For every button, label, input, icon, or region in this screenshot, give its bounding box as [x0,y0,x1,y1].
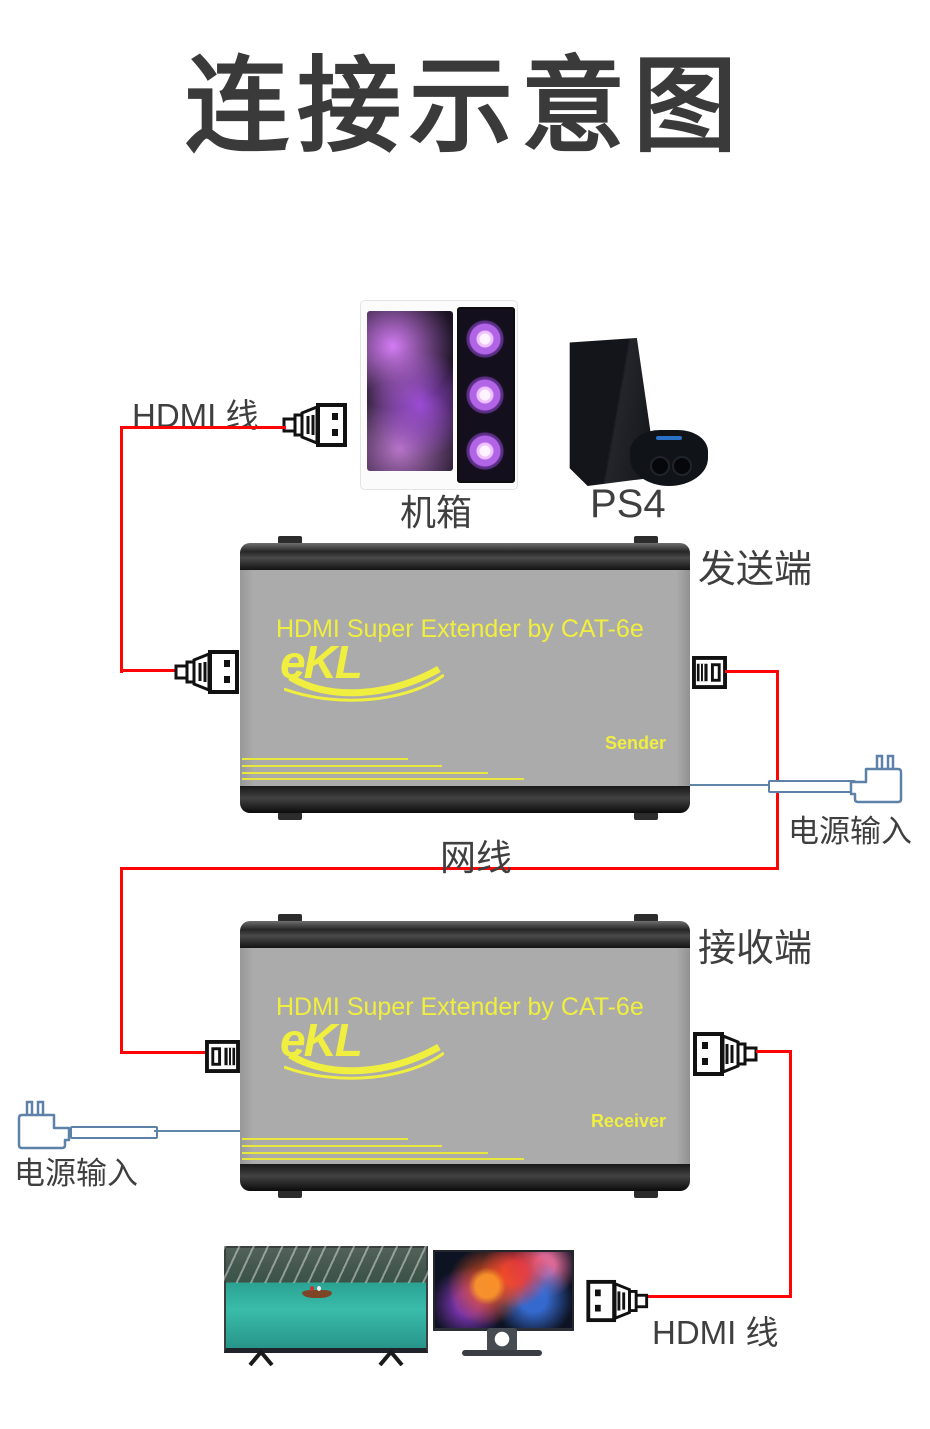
receiver-side-label: 接收端 [698,928,813,970]
controller-lightbar [656,436,682,440]
ps4-image [548,336,710,488]
power-cable-line [154,1130,240,1132]
mounting-tab [278,914,302,922]
pc-interior [367,311,453,471]
network-cable-line [120,867,123,1054]
power-plug-barrel [70,1126,158,1139]
receiver-power-label: 电源输入 [14,1156,138,1191]
monitor-screen [433,1250,574,1331]
tv-screen [224,1246,428,1353]
mounting-tab [634,812,658,820]
monitor-base [462,1350,542,1356]
product-title: HDMI Super Extender by CAT-6e [276,993,644,1021]
boat-figure [317,1286,321,1291]
page-title: 连接示意图 [184,50,745,165]
hdmi-cable-line [120,426,123,673]
hdmi-cable-line [648,1295,792,1298]
box-face [240,948,690,1164]
power-cable-line [690,784,770,786]
pc-label: 机箱 [400,492,473,533]
brand-swoosh [284,665,444,702]
hdmi-plug-icon [174,648,240,701]
unit-label: Sender [604,733,666,753]
sender-side-label: 发送端 [698,549,813,591]
rj45-plug-icon [205,1040,240,1078]
boat-figure [310,1286,314,1291]
monitor-image [433,1250,574,1331]
mounting-tab [278,536,302,544]
hdmi-cable-label-top: HDMI 线 [132,397,259,434]
network-cable-line [120,867,779,870]
mounting-tab [634,914,658,922]
decor-stripe [242,758,408,760]
rj45-plug-icon [692,656,727,694]
controller-stick [672,456,692,476]
network-cable-line [725,670,779,673]
controller-stick [650,456,670,476]
monitor-stand [487,1328,517,1352]
receiver-extender-box: HDMI Super Extender by CAT-6e eKL Receiv… [240,914,690,1198]
network-cable-line [776,670,779,870]
hdmi-plug-icon [692,1031,758,1082]
ps4-controller [630,430,708,486]
hdmi-cable-line [789,1050,792,1298]
decor-stripe [242,1152,488,1154]
box-bottom-edge [240,786,690,813]
tv-image [224,1246,428,1353]
decor-stripe [242,765,442,767]
tv-mountains [224,1246,428,1284]
power-adapter-icon [848,754,906,813]
hdmi-cable-line [120,426,286,429]
decor-stripe [242,1158,524,1160]
network-cable-label: 网线 [440,837,513,878]
decor-stripe [242,772,488,774]
hdmi-cable-line [756,1050,792,1053]
ps4-label: PS4 [590,482,666,526]
decor-stripe [242,1145,442,1147]
box-top-edge [240,543,690,570]
mounting-tab [634,1190,658,1198]
fan-icon [465,431,505,471]
brand-logo: eKL [280,639,450,709]
box-face [240,570,690,786]
brand-logo: eKL [280,1017,450,1087]
tv-foot [248,1350,274,1366]
mounting-tab [278,812,302,820]
brand-swoosh [284,1043,444,1080]
hdmi-cable-line [120,669,178,672]
pc-tower-image [360,300,518,490]
tv-foot [378,1350,404,1366]
decor-stripe [242,1138,408,1140]
sender-power-label: 电源输入 [788,814,912,849]
fan-icon [465,319,505,359]
pc-glass-panel [457,307,515,483]
sender-extender-box: HDMI Super Extender by CAT-6e eKL Sender [240,536,690,820]
power-adapter-icon [14,1100,72,1159]
decor-stripe [242,778,524,780]
fan-icon [465,375,505,415]
power-plug-barrel [768,780,856,793]
hdmi-cable-label-bottom: HDMI 线 [652,1314,779,1351]
network-cable-line [120,1051,207,1054]
box-top-edge [240,921,690,948]
box-bottom-edge [240,1164,690,1191]
mounting-tab [278,1190,302,1198]
tv-boat [302,1286,332,1298]
mounting-tab [634,536,658,544]
hdmi-plug-icon [584,1279,650,1328]
hdmi-plug-icon [282,402,348,453]
product-title: HDMI Super Extender by CAT-6e [276,615,644,643]
unit-label: Receiver [590,1111,666,1131]
